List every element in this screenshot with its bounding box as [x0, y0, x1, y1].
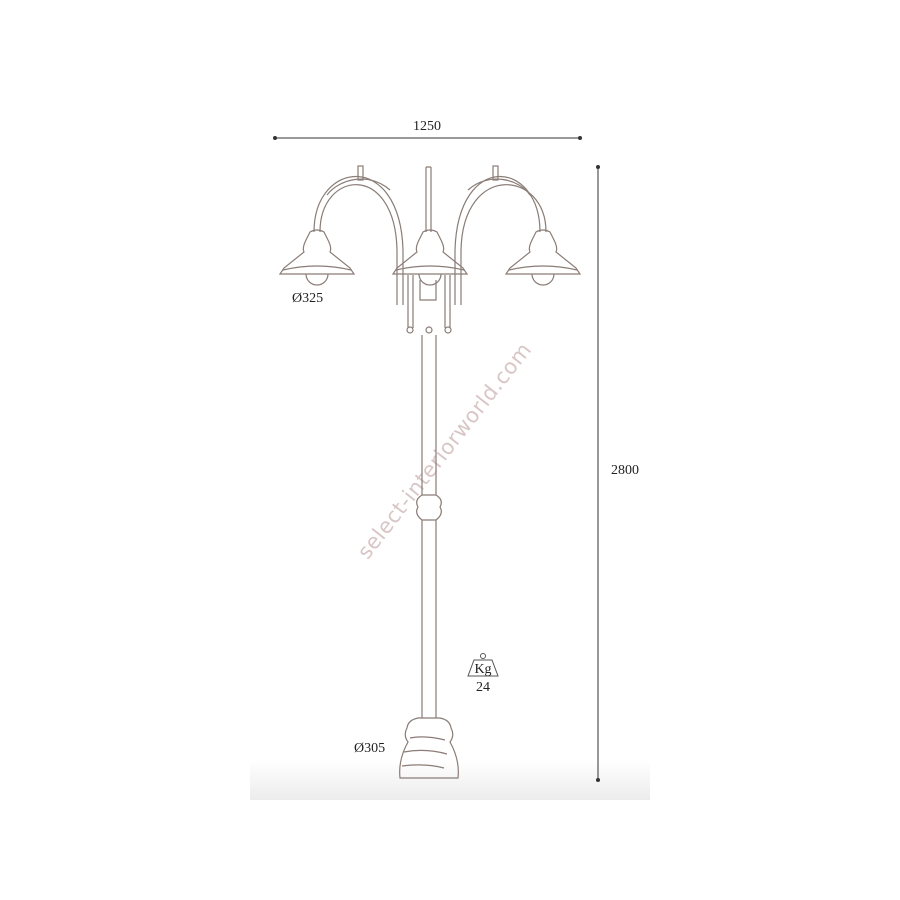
height-dimension	[596, 165, 600, 782]
weight-unit: Kg	[474, 662, 491, 677]
watermark: select-interiorworld.com	[353, 338, 537, 564]
bottom-fade	[250, 760, 650, 800]
width-dimension	[273, 136, 582, 140]
weight-icon: Kg	[467, 653, 499, 677]
base-diameter-label: Ø305	[354, 741, 385, 756]
shade-center	[391, 229, 469, 286]
shade-right	[504, 229, 582, 286]
height-label: 2800	[611, 463, 639, 478]
weight-value: 24	[476, 680, 490, 695]
shade-left	[278, 229, 356, 286]
shade-diameter-label: Ø325	[292, 291, 323, 306]
lamp-post	[278, 165, 582, 779]
width-label: 1250	[413, 119, 441, 134]
